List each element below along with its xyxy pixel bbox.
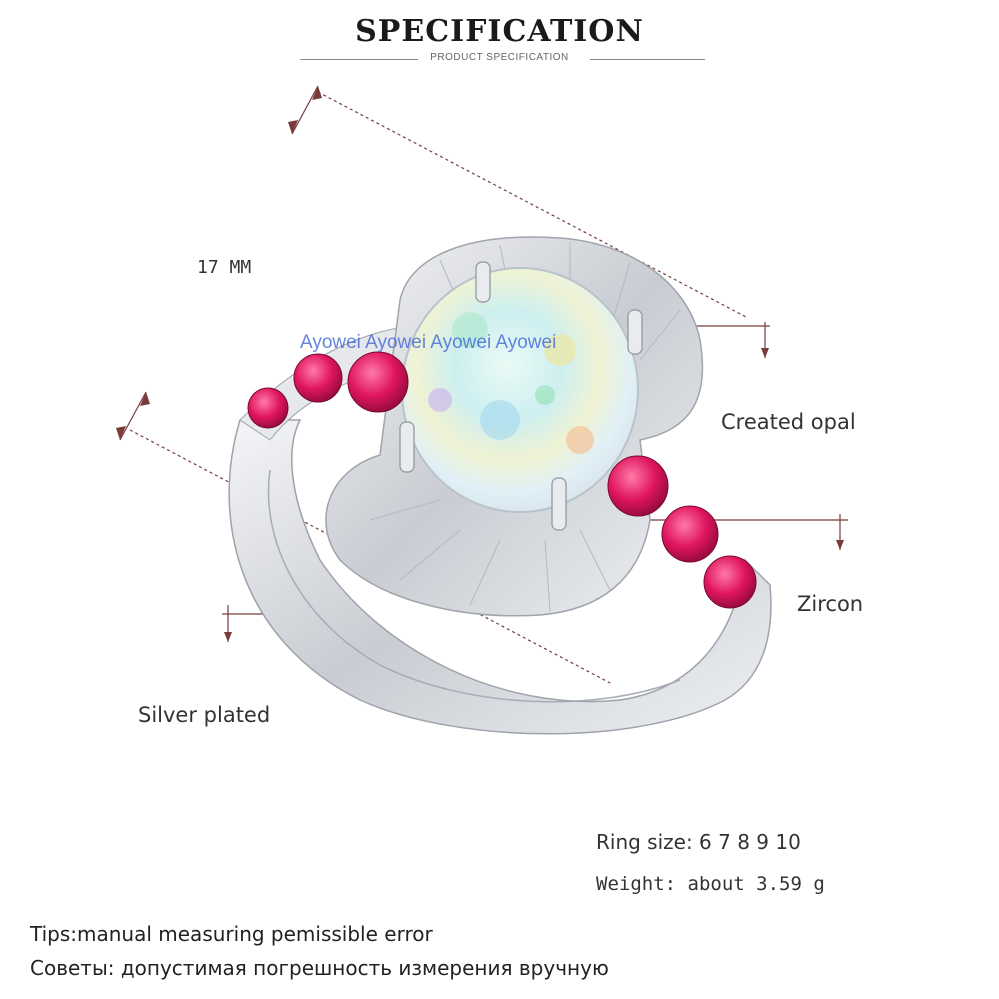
dashed-leader-top [317, 91, 749, 319]
watermark-text: Ayowei Ayowei Ayowei Ayowei [300, 332, 557, 353]
label-created-opal: Created opal [721, 410, 856, 434]
zircon-stones [247, 351, 757, 609]
prong [551, 477, 567, 531]
subtitle-rule-right [590, 59, 705, 60]
prong [475, 261, 491, 303]
prong [627, 309, 643, 355]
arrowhead [288, 120, 298, 134]
zircon-stone [293, 353, 343, 403]
zircon-stone [247, 387, 289, 429]
label-zircon: Zircon [797, 592, 864, 616]
zircon-stone [347, 351, 409, 413]
arrowhead [836, 540, 844, 550]
weight-spec: Weight: about 3.59 g [596, 873, 825, 895]
arrowhead [116, 426, 126, 440]
arrowhead [312, 86, 322, 100]
zircon-stone [661, 505, 719, 563]
arrowheads [116, 86, 844, 642]
arrowhead [224, 632, 232, 642]
zircon-stone [607, 455, 669, 517]
arrowhead [761, 348, 769, 358]
prongs [399, 261, 643, 531]
prong [399, 421, 415, 473]
dim-arrow-top [291, 85, 319, 135]
zircon-stone [703, 555, 757, 609]
subtitle-rule-left [300, 59, 418, 60]
arrowhead [140, 392, 150, 406]
tips-english: Tips:manual measuring pemissible error [30, 922, 433, 946]
dim-arrow-left [119, 391, 147, 441]
opal-play-of-color [428, 312, 594, 454]
page-subtitle: PRODUCT SPECIFICATION [430, 52, 569, 63]
ring-size-spec: Ring size: 6 7 8 9 10 [596, 830, 801, 854]
label-silver-plated: Silver plated [138, 703, 271, 727]
tips-russian: Советы: допустимая погрешность измерения… [30, 956, 609, 980]
dimension-label: 17 MM [197, 257, 252, 278]
page-title: SPECIFICATION [355, 14, 644, 49]
